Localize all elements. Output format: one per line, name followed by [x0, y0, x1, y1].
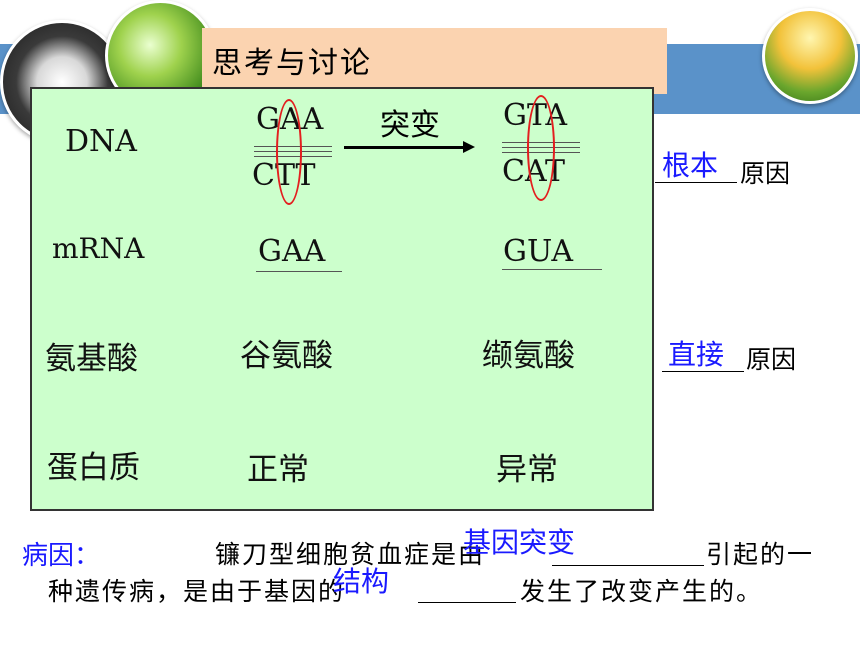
row-label-protein: 蛋白质	[47, 450, 140, 486]
normal-mrna: GAA	[258, 234, 326, 269]
slide-title: 思考与讨论	[212, 46, 372, 81]
mrna-underline	[502, 269, 602, 270]
mutant-protein: 异常	[496, 452, 558, 488]
title-box	[202, 28, 667, 94]
row-label-mrna: mRNA	[52, 232, 145, 265]
flower-photo-icon	[762, 8, 858, 104]
bottom-line1-suffix: 引起的一	[706, 540, 815, 569]
normal-amino-acid: 谷氨酸	[240, 338, 333, 374]
bottom-line2-text: 种遗传病，是由于基因的	[48, 577, 346, 606]
cause-label: 病因：	[22, 541, 101, 571]
gene-mutation-answer: 基因突变	[463, 526, 576, 559]
mutation-arrow	[344, 146, 466, 149]
answer-blank	[655, 182, 737, 183]
bottom-line1-text: 镰刀型细胞贫血症是由	[215, 540, 486, 569]
mrna-underline	[256, 271, 342, 272]
answer-blank	[552, 565, 704, 566]
mutation-label: 突变	[380, 108, 440, 143]
structure-answer: 结构	[333, 565, 390, 598]
direct-cause-suffix: 原因	[746, 345, 797, 374]
row-label-amino-acid: 氨基酸	[45, 341, 138, 377]
root-cause-suffix: 原因	[740, 159, 791, 188]
answer-blank	[418, 602, 516, 603]
direct-cause-answer: 直接	[668, 338, 725, 371]
answer-blank	[662, 371, 744, 372]
mutant-mrna: GUA	[503, 234, 573, 269]
arrow-head-icon	[463, 141, 475, 153]
row-label-dna: DNA	[65, 124, 137, 159]
mutant-amino-acid: 缬氨酸	[482, 338, 575, 374]
highlight-circle	[527, 95, 555, 201]
highlight-circle	[276, 99, 302, 205]
root-cause-answer: 根本	[662, 149, 719, 182]
normal-protein: 正常	[247, 452, 309, 488]
bottom-line2-suffix: 发生了改变产生的。	[520, 577, 764, 606]
